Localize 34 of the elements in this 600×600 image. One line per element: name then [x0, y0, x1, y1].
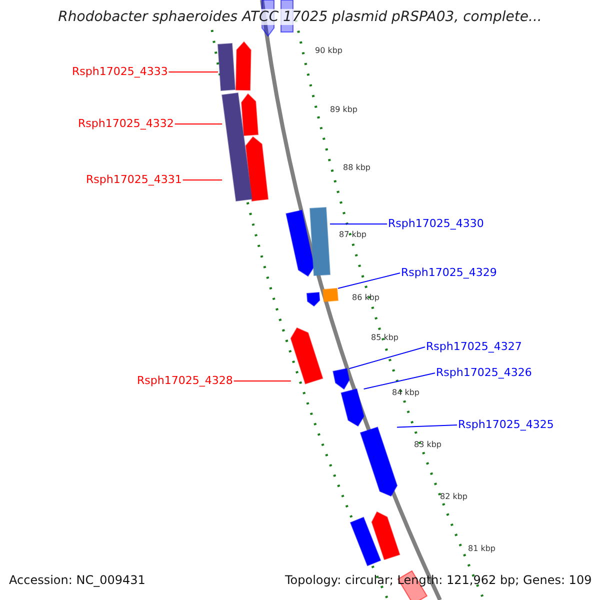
gene-label: Rsph17025_4328	[137, 374, 233, 388]
scale-label: 82 kbp	[440, 492, 468, 502]
gene-label: Rsph17025_4325	[458, 418, 554, 432]
gene-label: Rsph17025_4329	[401, 266, 497, 280]
gene-feature	[340, 388, 364, 427]
gene-feature	[360, 426, 398, 497]
gene-feature	[222, 92, 252, 202]
leader-line	[396, 424, 458, 428]
scale-label: 85 kbp	[371, 333, 399, 343]
gene-feature	[217, 42, 236, 92]
scale-label: 86 kbp	[352, 293, 380, 303]
scale-label: 90 kbp	[315, 46, 343, 56]
scale-label: 83 kbp	[414, 440, 442, 450]
leader-line	[233, 380, 292, 382]
gene-feature	[290, 327, 324, 384]
leader-line	[338, 272, 400, 289]
gene-feature	[332, 368, 350, 390]
leader-line	[348, 346, 426, 370]
scale-label: 87 kbp	[339, 230, 367, 240]
info-text: Topology: circular; Length: 121,962 bp; Genes: 109	[285, 573, 592, 588]
gene-label: Rsph17025_4331	[86, 173, 182, 187]
scale-label: 84 kbp	[392, 388, 420, 398]
gene-label: Rsph17025_4333	[72, 65, 168, 79]
gene-label: Rsph17025_4330	[388, 217, 484, 231]
scale-label: 88 kbp	[343, 163, 371, 173]
gene-label: Rsph17025_4326	[436, 366, 532, 380]
gene-feature	[322, 288, 339, 302]
info-text: Accession: NC_009431	[9, 573, 146, 588]
gene-label: Rsph17025_4327	[426, 340, 522, 354]
scale-label: 81 kbp	[468, 544, 496, 554]
scale-label: 89 kbp	[330, 105, 358, 115]
leader-line	[363, 372, 436, 390]
gene-feature	[309, 206, 331, 276]
gene-label: Rsph17025_4332	[78, 117, 174, 131]
